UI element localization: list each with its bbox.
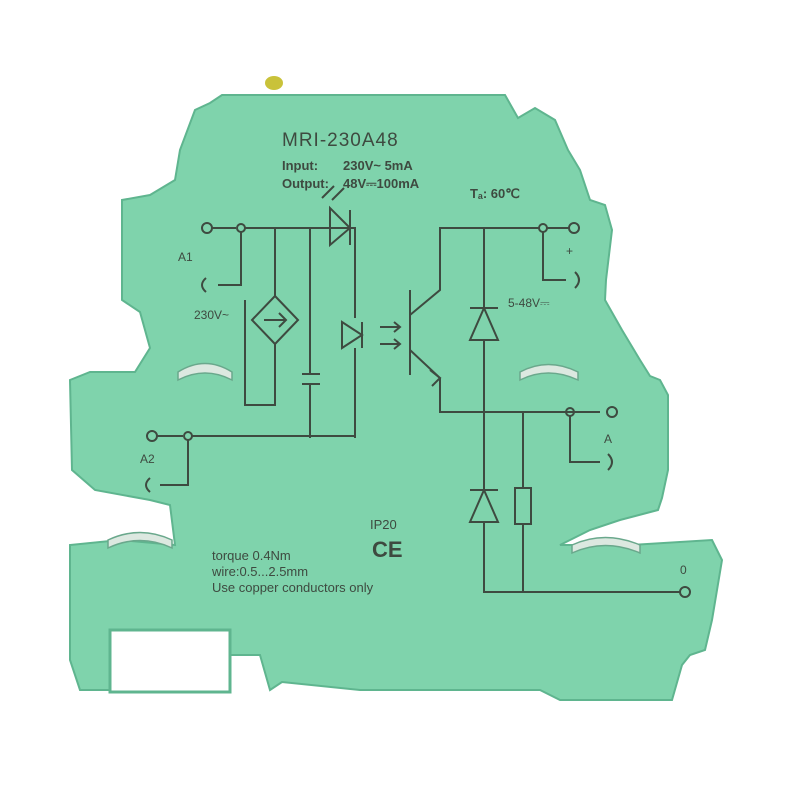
ambient-temperature: Tₐ: 60℃ [470, 186, 520, 201]
terminal-a1-label: A1 [178, 250, 193, 264]
terminal-zero-label: 0 [680, 563, 687, 577]
terminal-a2-label: A2 [140, 452, 155, 466]
output-range-label: 5-48V⎓ [508, 296, 550, 310]
torque-spec: torque 0.4Nm [212, 548, 291, 563]
copper-note: Use copper conductors only [212, 580, 374, 595]
ce-mark: CE [372, 537, 403, 562]
din-rail-slot [108, 628, 232, 694]
output-label: Output: [282, 176, 329, 191]
model-number: MRI-230A48 [282, 130, 399, 151]
wire-spec: wire:0.5...2.5mm [212, 564, 309, 579]
terminal-a-label: A [604, 432, 613, 446]
status-led [265, 76, 283, 90]
relay-housing [68, 94, 724, 701]
input-value: 230V~ 5mA [343, 158, 413, 173]
terminal-slots [107, 362, 641, 555]
input-voltage-label: 230V~ [194, 308, 230, 322]
terminal-plus-label: + [566, 244, 574, 258]
ip-rating: IP20 [370, 517, 397, 532]
output-value: 48V⎓100mA [343, 176, 420, 191]
circuit-schematic [145, 185, 691, 598]
input-label: Input: [282, 158, 319, 173]
